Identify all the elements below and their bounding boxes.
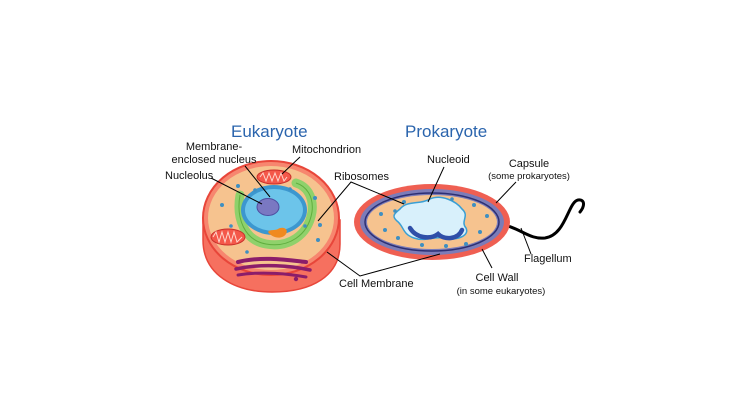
- leader-membrane-nucleus: [244, 165, 271, 198]
- flagellum: [492, 198, 585, 240]
- leader-mitochondrion: [281, 156, 301, 175]
- label-capsule: Capsule: [509, 158, 549, 170]
- prokaryote-cell: [354, 184, 585, 260]
- centrosome: [268, 227, 287, 238]
- label-nucleoid: Nucleoid: [427, 154, 470, 166]
- label-capsule-note: (some prokaryotes): [488, 171, 570, 182]
- leader-cell-wall: [481, 248, 493, 269]
- eukaryote-cell: [202, 160, 341, 293]
- eukaryote-ribosomes: [220, 184, 322, 254]
- label-membrane-nucleus-line2: enclosed nucleus: [171, 154, 257, 166]
- leader-ribosomes: [317, 181, 405, 222]
- golgi-apparatus: [234, 256, 312, 282]
- nucleoid-dna: [407, 225, 465, 241]
- leader-lines: [210, 156, 532, 277]
- label-membrane-nucleus-line1: Membrane-: [186, 141, 243, 153]
- nucleolus: [256, 198, 280, 216]
- label-mitochondrion: Mitochondrion: [292, 144, 361, 156]
- mitochondrion-left: [210, 228, 246, 246]
- leader-capsule: [495, 181, 517, 204]
- leader-cell-membrane: [326, 251, 441, 277]
- leader-flagellum: [520, 227, 532, 255]
- title-eukaryote: Eukaryote: [231, 122, 308, 141]
- mitochondrion-top: [256, 169, 292, 185]
- leader-nucleolus: [210, 177, 263, 205]
- label-ribosomes: Ribosomes: [334, 171, 390, 183]
- label-nucleolus: Nucleolus: [165, 170, 214, 182]
- label-cell-wall: Cell Wall: [476, 272, 519, 284]
- endoplasmic-reticulum-outline: [238, 182, 313, 246]
- label-flagellum: Flagellum: [524, 253, 572, 265]
- label-cell-membrane: Cell Membrane: [339, 278, 414, 290]
- title-prokaryote: Prokaryote: [405, 122, 487, 141]
- label-cell-wall-note: (in some eukaryotes): [457, 286, 546, 297]
- leader-nucleoid: [427, 166, 445, 203]
- prokaryote-ribosomes: [379, 197, 489, 248]
